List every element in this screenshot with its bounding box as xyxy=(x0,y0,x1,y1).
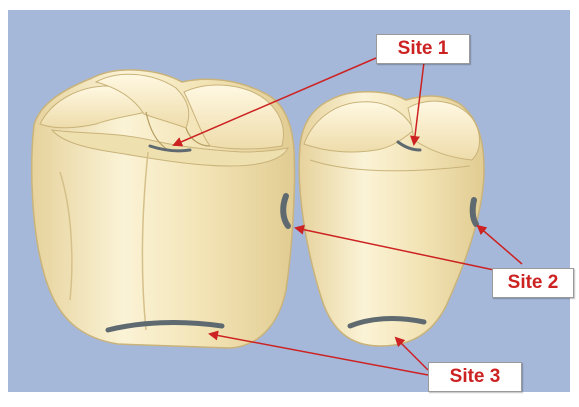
molar-tooth xyxy=(32,70,295,348)
site2-label: Site 2 xyxy=(492,268,574,298)
site1-label: Site 1 xyxy=(376,34,470,64)
site3-label: Site 3 xyxy=(428,362,522,392)
